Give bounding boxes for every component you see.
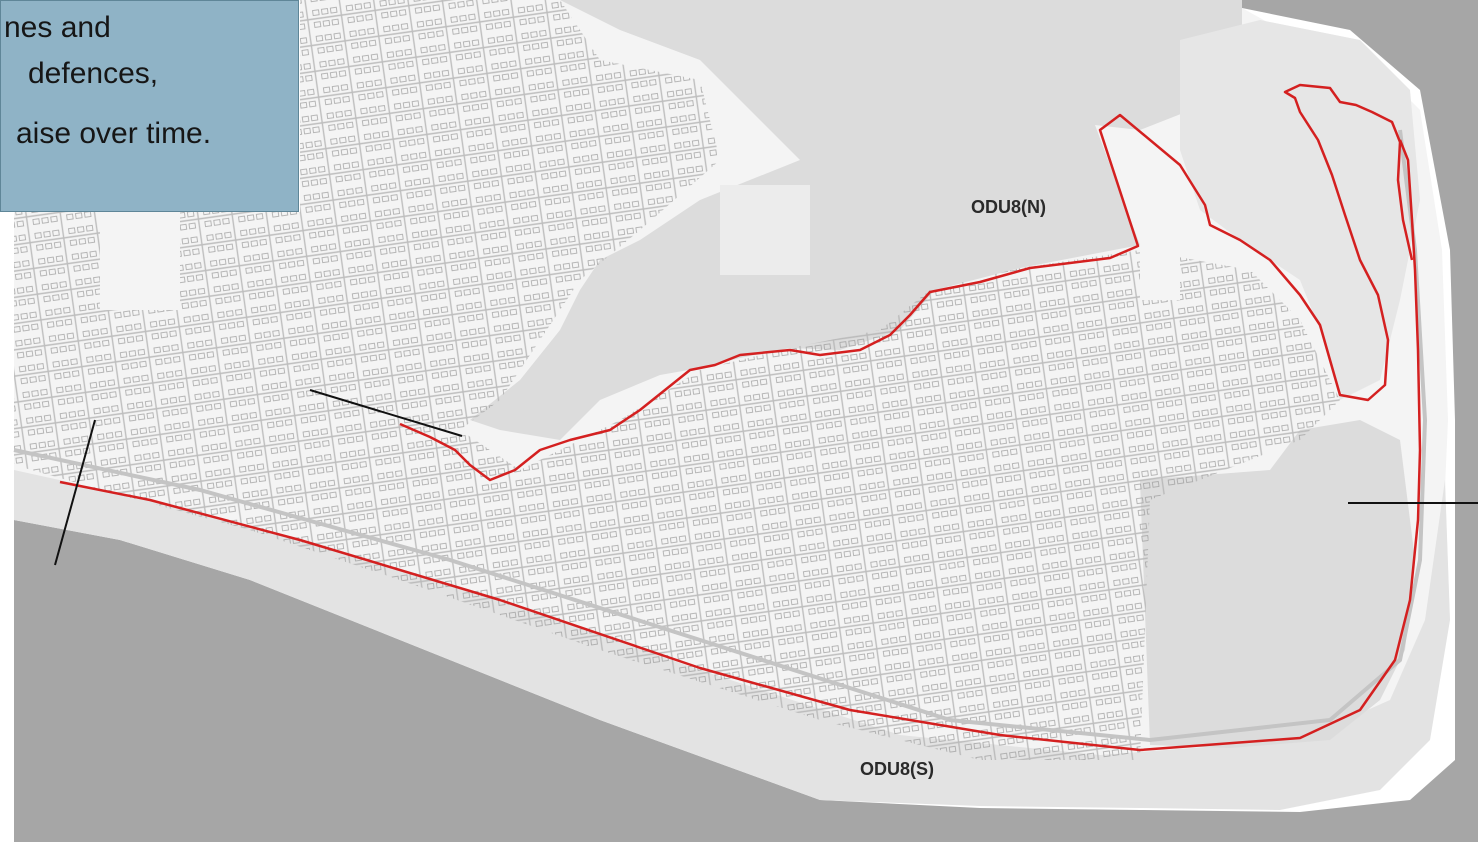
leader-line: [54, 419, 96, 566]
urban-area-west: [14, 0, 1340, 760]
leader-line: [309, 389, 463, 437]
callout-line: defences,: [28, 57, 159, 90]
zone-label-south: ODU8(S): [860, 759, 935, 779]
coastal-road: [13, 129, 1428, 743]
zone-label-north: ODU8(N): [971, 197, 1046, 217]
marsh-area-east: [1140, 420, 1415, 748]
open-space: [1140, 240, 1180, 300]
open-space: [720, 185, 810, 275]
sea-area: [14, 0, 1478, 842]
callout-line: nes and: [4, 11, 111, 44]
boundary-south: [59, 139, 1422, 752]
callout-line: aise over time.: [16, 117, 212, 150]
boundary-north: [399, 83, 1414, 482]
open-space: [100, 210, 180, 310]
info-callout: nes and defences, aise over time.: [0, 0, 299, 212]
marsh-area-northeast: [1180, 20, 1420, 400]
marsh-area-north: [470, 0, 1242, 440]
